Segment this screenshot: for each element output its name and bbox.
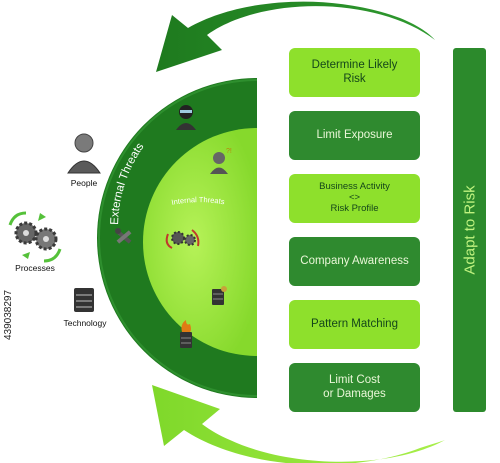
people-label: People (70, 178, 98, 188)
step-2-line-1: Limit Exposure (316, 128, 393, 141)
watermark-id: 439038297 (3, 289, 14, 340)
divider-strip (257, 70, 273, 410)
broken-gears-icon (165, 229, 200, 249)
insider-icon: ?! (210, 148, 232, 174)
adapt-to-risk-bar: Adapt to Risk (453, 48, 486, 412)
step-company-awareness: Company Awareness (289, 237, 420, 286)
step-limit-cost: Limit Cost or Damages (289, 363, 420, 412)
internal-threats-label: Internal Threats (171, 195, 226, 207)
gears-icon (8, 211, 62, 263)
step-determine-likely-risk: Determine Likely Risk (289, 48, 420, 97)
step-business-activity: Business Activity <> Risk Profile (289, 174, 420, 223)
top-cycle-arrow (156, 1, 435, 72)
internal-threats-core (143, 128, 257, 356)
step-6-line-1: Limit Cost (328, 374, 381, 387)
processes-label: Processes (15, 263, 55, 273)
svg-text:?!: ?! (226, 148, 232, 155)
step-1-line-2: Risk (343, 72, 366, 85)
step-5-line-1: Pattern Matching (311, 317, 398, 330)
server-bug-icon (212, 286, 227, 305)
adapt-to-risk-label: Adapt to Risk (461, 185, 478, 275)
step-limit-exposure: Limit Exposure (289, 111, 420, 160)
bottom-cycle-arrow (152, 385, 445, 463)
hacker-icon (176, 105, 196, 130)
person-icon (67, 133, 101, 174)
step-4-line-1: Company Awareness (300, 254, 409, 267)
technology-label: Technology (63, 318, 107, 328)
step-6-line-2: or Damages (323, 387, 386, 400)
tools-icon (115, 228, 132, 244)
step-3-line-2: <> (348, 192, 361, 204)
server-icon (74, 288, 94, 312)
step-pattern-matching: Pattern Matching (289, 300, 420, 349)
server-fire-icon (180, 320, 192, 348)
step-3-line-1: Business Activity (319, 181, 390, 193)
step-1-line-1: Determine Likely (311, 59, 398, 72)
step-3-line-3: Risk Profile (330, 202, 379, 214)
